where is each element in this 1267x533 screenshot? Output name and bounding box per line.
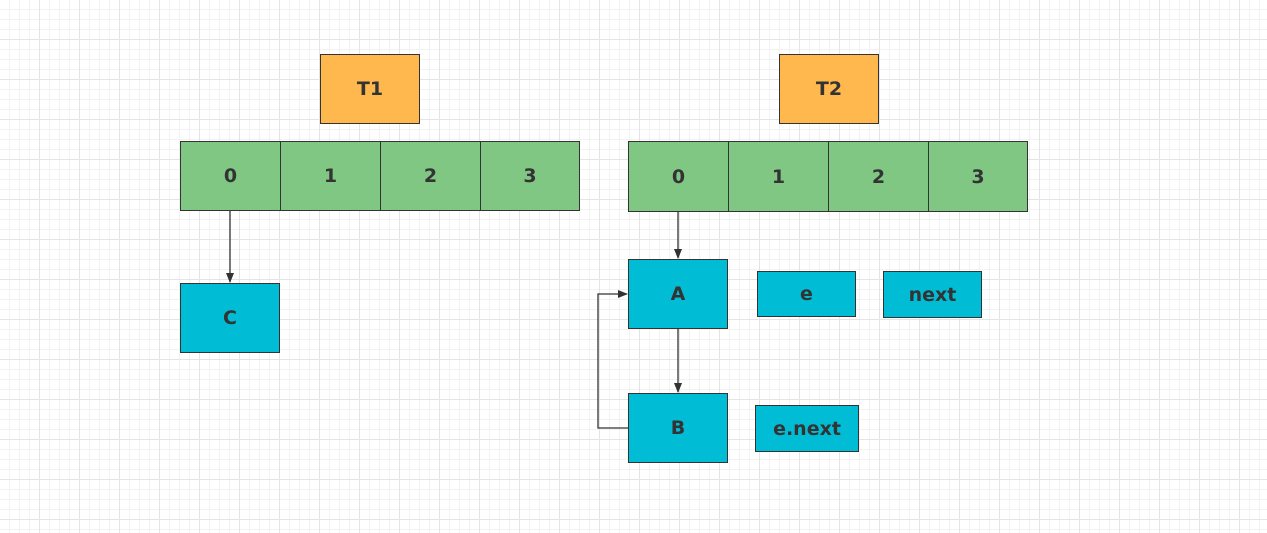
- pointer-next-label: next: [883, 271, 982, 318]
- t1-bucket-3: 3: [480, 141, 580, 211]
- t2-bucket-1: 1: [728, 141, 829, 212]
- pointer-e-label: e: [757, 271, 856, 317]
- t2-bucket-3: 3: [928, 141, 1028, 212]
- t2-bucket-2: 2: [828, 141, 929, 212]
- t2-node-b: B: [628, 393, 728, 463]
- t1-table-label: T1: [320, 54, 420, 124]
- t2-node-a: A: [628, 259, 728, 329]
- t1-bucket-2: 2: [380, 141, 481, 211]
- t2-table-label: T2: [779, 54, 879, 124]
- t1-node-c: C: [180, 283, 280, 353]
- pointer-e-next-label: e.next: [755, 405, 859, 452]
- t1-bucket-0: 0: [180, 141, 281, 211]
- b-to-a-arrow: [597, 290, 628, 429]
- t2-bucket-0: 0: [628, 141, 729, 212]
- t1-bucket-1: 1: [280, 141, 381, 211]
